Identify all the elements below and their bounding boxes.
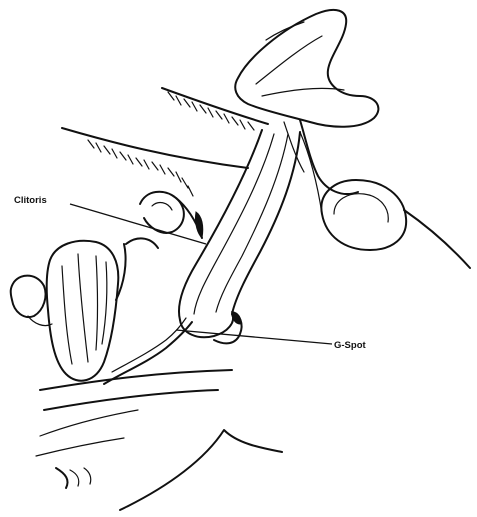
canal-and-perineum [103,311,243,385]
round-structure [320,179,471,269]
pubic-hair-hatching [87,91,255,240]
clitoris-structure [139,190,203,239]
g-spot-leader-line [175,329,333,345]
pelvic-organs [9,237,159,382]
upper-organs [234,8,380,195]
clitoris-leader-line [69,203,207,245]
shaft [178,129,323,339]
clitoris-label: Clitoris [14,195,47,206]
lower-body-contour [35,369,283,511]
upper-body-contour [61,87,269,169]
g-spot-label: G-Spot [334,340,366,351]
